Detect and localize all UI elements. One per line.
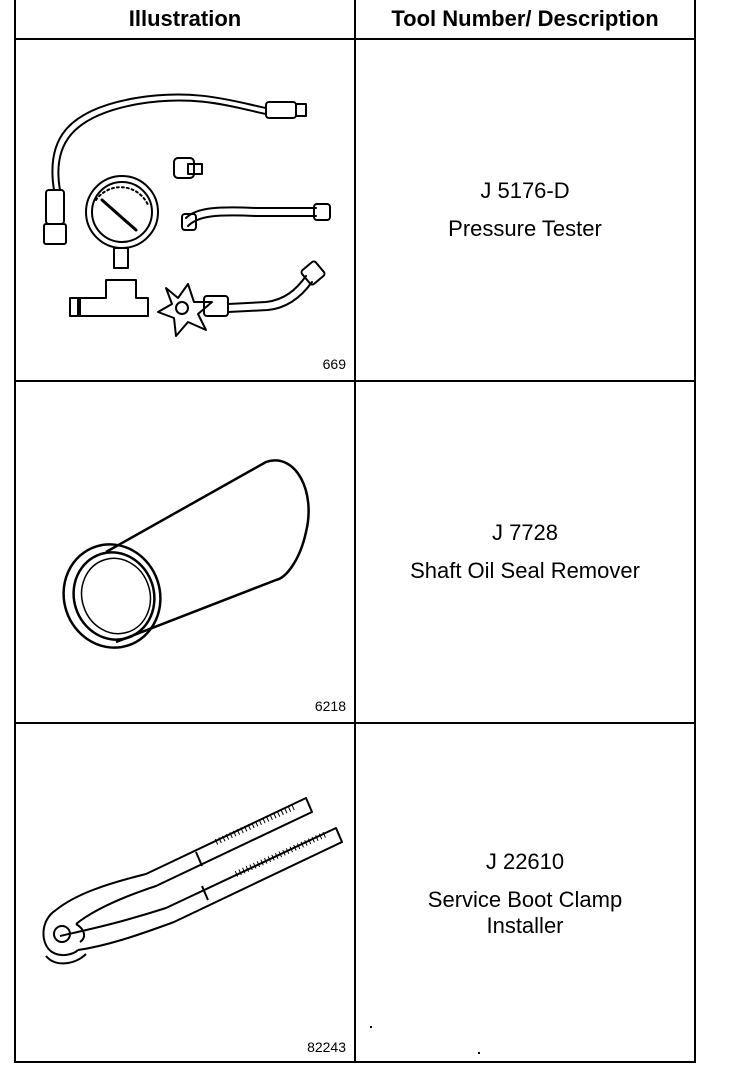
header-illustration: Illustration bbox=[16, 0, 356, 40]
table-row: 82243 J 22610 Service Boot Clamp Install… bbox=[16, 724, 694, 1063]
header-tool-number: Tool Number/ Description bbox=[356, 0, 694, 40]
figure-number: 82243 bbox=[307, 1039, 346, 1055]
tool-description: Service Boot Clamp bbox=[427, 886, 623, 912]
tool-description-line-2: Installer bbox=[486, 912, 564, 938]
figure-number: 669 bbox=[322, 356, 346, 372]
illustration-cell: 82243 bbox=[16, 724, 356, 1063]
tool-table: Illustration Tool Number/ Description bbox=[14, 0, 696, 1063]
illustration-cell: 669 bbox=[16, 40, 356, 380]
illustration-cell: 6218 bbox=[16, 382, 356, 722]
tool-description: Shaft Oil Seal Remover bbox=[410, 558, 640, 583]
tool-description-cell: J 7728 Shaft Oil Seal Remover bbox=[356, 382, 694, 722]
tool-number: J 22610 bbox=[485, 848, 565, 874]
table-row: 6218 J 7728 Shaft Oil Seal Remover bbox=[16, 382, 694, 724]
tool-description-cell: J 5176-D Pressure Tester bbox=[356, 40, 694, 380]
figure-number: 6218 bbox=[314, 698, 346, 714]
tool-number: J 5176-D bbox=[480, 178, 570, 203]
tool-description: Pressure Tester bbox=[448, 216, 602, 241]
speck bbox=[370, 1026, 372, 1028]
speck bbox=[478, 1052, 480, 1054]
tool-number: J 7728 bbox=[491, 520, 559, 545]
tool-description-cell: J 22610 Service Boot Clamp Installer bbox=[356, 724, 694, 1063]
seal-remover-drawing bbox=[62, 459, 310, 649]
pressure-tester-drawing bbox=[43, 93, 331, 337]
table-row: 669 J 5176-D Pressure Tester bbox=[16, 40, 694, 382]
clamp-installer-drawing bbox=[42, 797, 343, 965]
